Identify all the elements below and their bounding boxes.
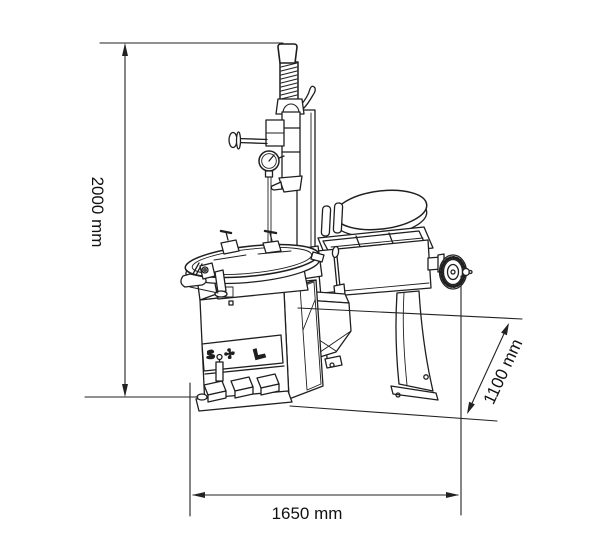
dimension-height bbox=[84, 42, 284, 398]
hand-knob bbox=[228, 131, 238, 149]
bead-breaker-icon bbox=[206, 349, 216, 360]
swing-arm bbox=[228, 119, 285, 150]
pedal-icon bbox=[252, 348, 267, 361]
pedestal-leg bbox=[390, 290, 439, 401]
dimension-depth bbox=[289, 307, 523, 422]
pressure-gauge bbox=[258, 150, 285, 250]
pedal bbox=[256, 373, 280, 396]
pedal bbox=[203, 380, 227, 403]
height-dimension-label: 2000 mm bbox=[88, 177, 107, 248]
rim-clamps bbox=[219, 229, 282, 255]
wheel-guard-drum bbox=[334, 189, 428, 238]
balancer-body bbox=[316, 239, 432, 298]
foot-pedals bbox=[195, 353, 293, 412]
wheel-balancer bbox=[316, 189, 473, 401]
turntable bbox=[180, 229, 325, 300]
pedal bbox=[230, 376, 254, 399]
width-dimension-label: 1650 mm bbox=[272, 504, 343, 523]
clamp-jaws-icon bbox=[224, 348, 235, 360]
bead-breaker-arm bbox=[180, 262, 228, 298]
balancer-handwheel bbox=[438, 254, 473, 290]
dimension-lines bbox=[84, 42, 523, 517]
vertical-mast bbox=[228, 43, 323, 281]
mount-demount-head bbox=[270, 111, 303, 193]
